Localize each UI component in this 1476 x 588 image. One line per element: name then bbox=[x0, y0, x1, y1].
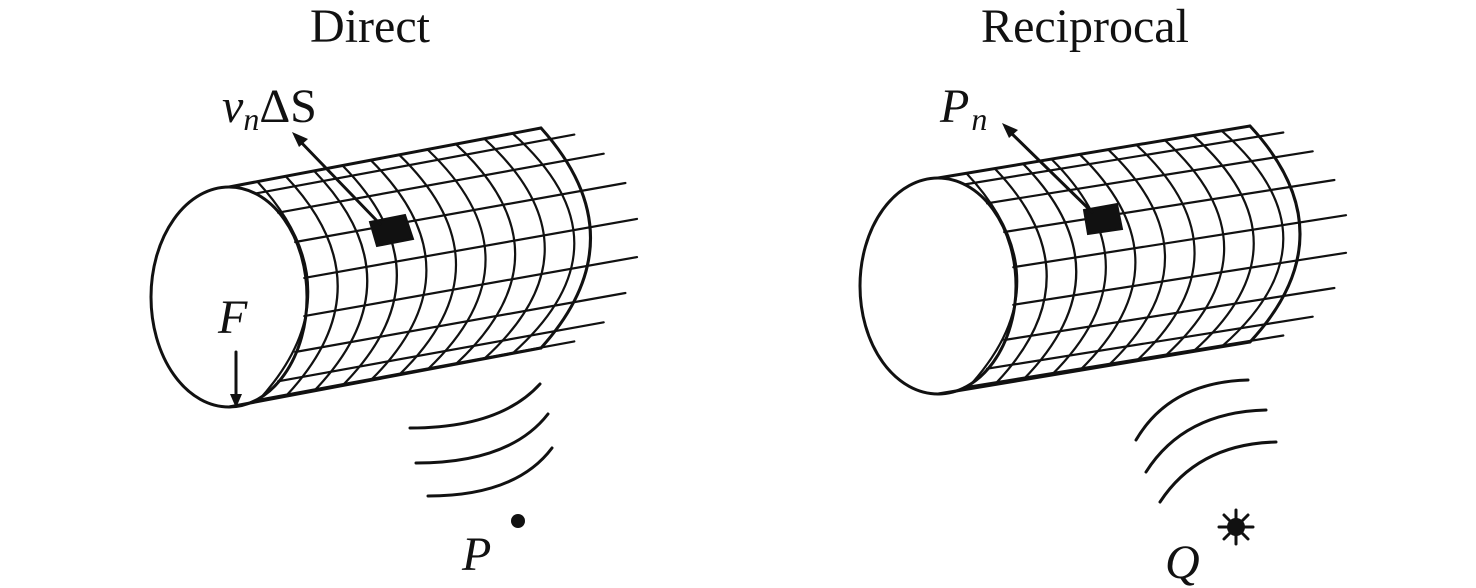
mesh-longitude-line bbox=[985, 150, 1314, 205]
direct-far-rim bbox=[539, 126, 592, 350]
direct-element-suffix: ΔS bbox=[259, 80, 317, 133]
source-label: Q bbox=[1165, 536, 1200, 588]
face-arrowhead bbox=[230, 394, 242, 408]
mesh-ring-arc bbox=[454, 143, 517, 366]
mesh-ring-arc bbox=[369, 159, 428, 382]
reciprocal-normal-arrow bbox=[1004, 126, 1094, 214]
reciprocal-title: Reciprocal bbox=[981, 0, 1189, 53]
mesh-longitude-line bbox=[962, 131, 1285, 186]
mesh-longitude-line bbox=[962, 334, 1285, 389]
direct-title: Direct bbox=[310, 0, 431, 53]
direct-normal-arrow bbox=[294, 135, 382, 226]
direct-surface-mesh bbox=[254, 132, 639, 403]
direct-element-label: vnΔS bbox=[222, 80, 317, 137]
mesh-ring-arc bbox=[1163, 139, 1226, 358]
reciprocal-element-label: Pn bbox=[939, 80, 987, 137]
mesh-longitude-line bbox=[303, 217, 639, 279]
reciprocal-waves bbox=[1134, 378, 1278, 504]
dot-icon bbox=[511, 514, 525, 528]
mesh-longitude-line bbox=[1003, 178, 1336, 234]
mesh-ring-arc bbox=[1192, 134, 1255, 353]
mesh-ring-arc bbox=[511, 132, 576, 355]
direct-top-edge bbox=[227, 126, 543, 189]
reciprocal-surface-element bbox=[1082, 202, 1124, 236]
mesh-ring-arc bbox=[483, 137, 546, 360]
reciprocal-bottom-edge bbox=[936, 340, 1252, 396]
reciprocal-surface-mesh bbox=[962, 129, 1348, 391]
reciprocal-normal-arrowhead bbox=[1002, 123, 1018, 138]
star-source-icon bbox=[1217, 508, 1255, 546]
reciprocal-end-cap bbox=[858, 176, 1018, 396]
mesh-ring-arc bbox=[313, 169, 369, 392]
mesh-longitude-line bbox=[1012, 251, 1348, 306]
reciprocal-panel: Reciprocal Pn bbox=[858, 0, 1348, 588]
direct-normal-arrowhead bbox=[292, 132, 308, 147]
reciprocal-element-symbol: P bbox=[939, 80, 969, 133]
reciprocal-top-edge bbox=[936, 124, 1252, 180]
mesh-ring-arc bbox=[965, 172, 1019, 391]
direct-panel: Direct vnΔS F bbox=[149, 0, 639, 581]
mesh-longitude-line bbox=[303, 256, 639, 318]
mesh-ring-arc bbox=[1135, 143, 1196, 362]
mesh-longitude-line bbox=[277, 321, 605, 383]
mesh-longitude-line bbox=[1003, 286, 1336, 342]
direct-waves bbox=[408, 382, 554, 498]
direct-cylinder bbox=[149, 126, 639, 409]
mesh-ring-arc bbox=[1022, 162, 1078, 381]
mesh-ring-arc bbox=[341, 164, 398, 387]
mesh-ring-arc bbox=[256, 180, 310, 403]
point-label: P bbox=[461, 528, 491, 581]
mesh-ring-arc bbox=[1078, 153, 1137, 372]
direct-element-symbol: v bbox=[222, 80, 244, 133]
reciprocal-far-rim bbox=[1248, 124, 1302, 344]
mesh-ring-arc bbox=[1050, 158, 1107, 377]
mesh-ring-arc bbox=[1107, 148, 1166, 367]
reciprocal-element-subscript: n bbox=[971, 101, 987, 137]
mesh-longitude-line bbox=[254, 340, 576, 402]
mesh-longitude-line bbox=[277, 152, 605, 214]
mesh-ring-arc bbox=[426, 148, 487, 371]
face-label: F bbox=[217, 291, 248, 344]
direct-element-subscript: n bbox=[243, 101, 259, 137]
mesh-ring-arc bbox=[993, 167, 1048, 386]
mesh-ring-arc bbox=[398, 153, 457, 376]
mesh-longitude-line bbox=[294, 291, 627, 354]
mesh-ring-arc bbox=[1220, 129, 1285, 348]
mesh-longitude-line bbox=[1012, 214, 1348, 269]
mesh-longitude-line bbox=[294, 181, 627, 244]
mesh-longitude-line bbox=[254, 133, 576, 195]
reciprocal-cylinder bbox=[858, 123, 1348, 396]
mesh-ring-arc bbox=[284, 175, 339, 398]
